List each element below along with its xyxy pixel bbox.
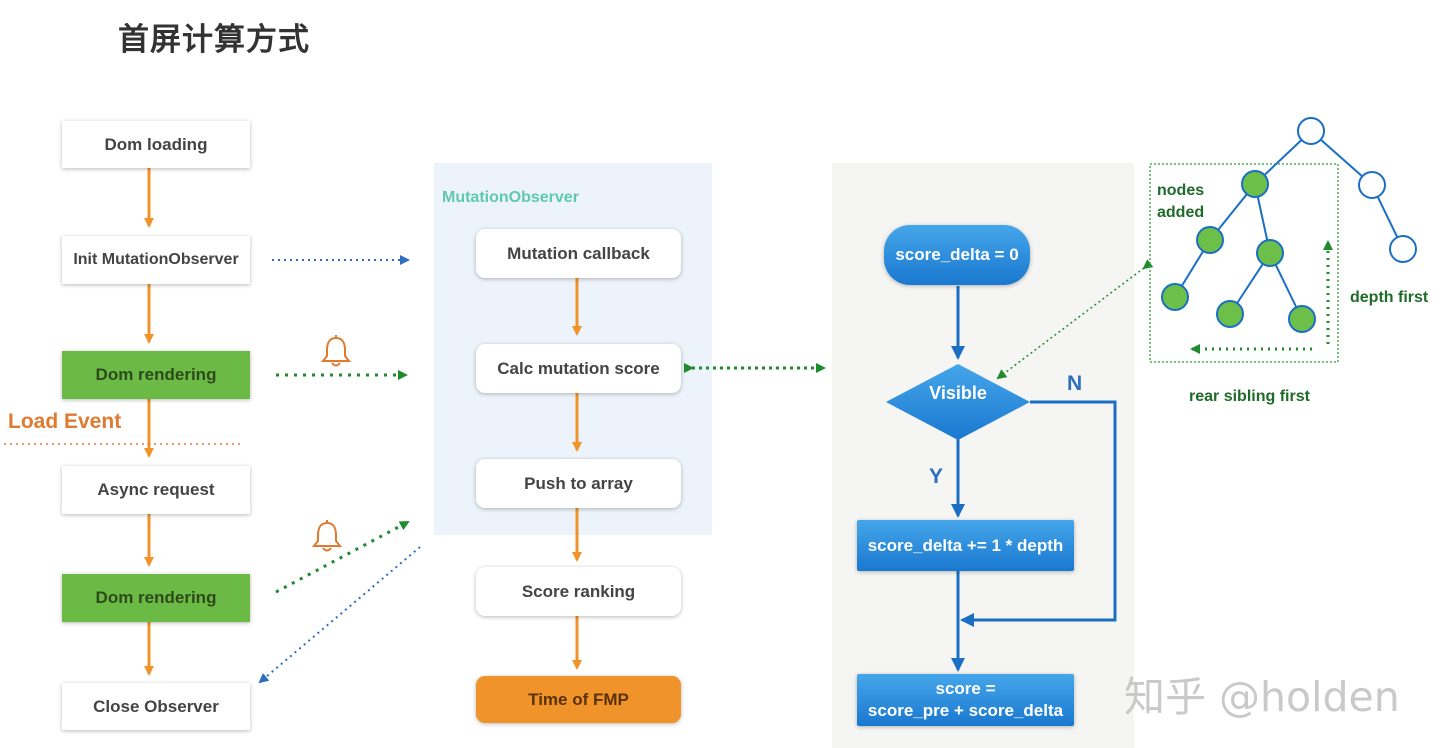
time-of-fmp-box: Time of FMP	[476, 676, 681, 723]
init-observer-box: Init MutationObserver	[62, 236, 250, 284]
tree-node-added	[1196, 226, 1224, 254]
no-label: N	[1067, 372, 1083, 395]
push-to-array-box: Push to array	[476, 459, 681, 508]
score-result-box: score = score_pre + score_delta	[857, 674, 1074, 726]
depth-first-label: depth first	[1350, 289, 1429, 306]
tree-node-added	[1216, 300, 1244, 328]
mutation-observer-label: MutationObserver	[442, 189, 579, 206]
score-delta-increment-box: score_delta += 1 * depth	[857, 520, 1074, 571]
score-result-line-1: score =	[935, 679, 996, 698]
tree-node-added	[1241, 170, 1269, 198]
nodes-added-box	[1149, 163, 1339, 363]
mutation-callback-box: Mutation callback	[476, 229, 681, 278]
score-delta-start: score_delta = 0	[884, 225, 1030, 285]
tree-node-added	[1256, 239, 1284, 267]
bell-icon	[311, 520, 343, 552]
tree-node-added	[1161, 283, 1189, 311]
arrow-visible-no	[960, 400, 1117, 627]
close-observer-box: Close Observer	[62, 683, 250, 730]
dom-loading-box: Dom loading	[62, 121, 250, 168]
nodes-added-line-2: added	[1157, 204, 1205, 221]
decision-diamond	[886, 364, 1030, 440]
tree-node-added	[1288, 305, 1316, 333]
yes-label: Y	[929, 465, 944, 488]
watermark: 知乎 @holden	[1124, 673, 1400, 721]
connector-rendering2-to-observer	[275, 520, 410, 594]
nodes-added-label: nodes added	[1157, 180, 1204, 224]
bell-icon	[320, 335, 352, 367]
tree-node	[1358, 171, 1386, 199]
nodes-added-line-1: nodes	[1157, 182, 1205, 199]
score-result-line-2: score_pre + score_delta	[867, 701, 1064, 720]
tree-nodes	[1161, 117, 1417, 333]
flowchart-arrows	[951, 286, 1117, 672]
connector-observer-to-close	[258, 546, 421, 684]
load-event-label: Load Event	[8, 410, 122, 433]
tree-node	[1389, 235, 1417, 263]
rear-sibling-first-label: rear sibling first	[1189, 388, 1310, 405]
connector-visible-to-tree	[996, 259, 1154, 380]
calc-mutation-score-box: Calc mutation score	[476, 344, 681, 393]
tree-node-root	[1297, 117, 1325, 145]
dom-rendering-box-2: Dom rendering	[62, 574, 250, 622]
visible-label: Visible	[929, 383, 987, 403]
async-request-box: Async request	[62, 466, 250, 514]
dom-rendering-box-1: Dom rendering	[62, 351, 250, 399]
page-title: 首屏计算方式	[118, 22, 310, 58]
score-ranking-box: Score ranking	[476, 567, 681, 616]
